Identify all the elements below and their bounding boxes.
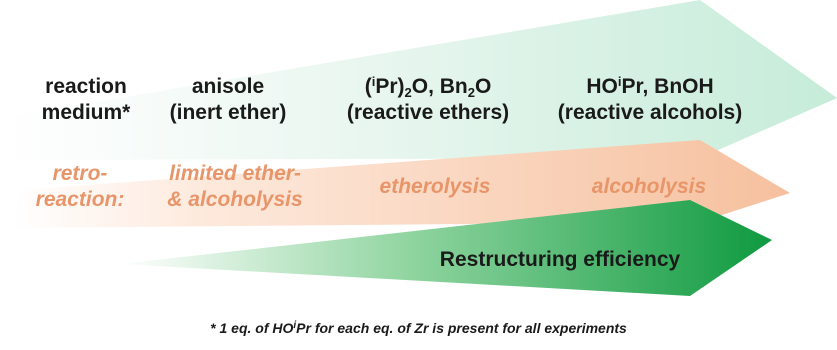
alcohols-sup: i	[617, 74, 622, 89]
reaction-medium-line2: medium*	[41, 101, 131, 124]
retro-reaction-label: retro- reaction:	[26, 161, 134, 213]
retro-arrow	[12, 140, 790, 228]
footnote-end: Pr for each eq. of Zr is present for all…	[296, 320, 627, 336]
anisole-line2: (inert ether)	[169, 101, 287, 124]
ethers-sub2: 2	[467, 85, 475, 100]
etherolysis-label: etherolysis	[379, 175, 491, 198]
reactive-ethers-line2: (reactive ethers)	[346, 101, 510, 124]
alcohols-end: Pr, BnOH	[621, 75, 714, 98]
reactive-ethers-formula: (iPr)2O, Bn2O	[328, 74, 528, 100]
retro-reaction-line2: reaction:	[35, 188, 125, 211]
footnote: * 1 eq. of HOiPr for each eq. of Zr is p…	[0, 320, 837, 336]
ethers-mid2: O, Bn	[411, 75, 468, 98]
ethers-mid: Pr)	[375, 75, 405, 98]
reactive-alcohols-formula: HOiPr, BnOH	[540, 74, 760, 100]
efficiency-arrow	[120, 200, 772, 296]
reaction-medium-line1: reaction	[45, 75, 127, 98]
reaction-medium-label: reaction medium*	[30, 74, 142, 126]
ethers-sub1: 2	[404, 85, 412, 100]
reactive-alcohols-label: HOiPr, BnOH (reactive alcohols)	[540, 74, 760, 126]
reactive-alcohols-line2: (reactive alcohols)	[557, 101, 743, 124]
ethers-open: (	[364, 75, 372, 98]
footnote-start: * 1 eq. of HO	[210, 320, 294, 336]
anisole-line1: anisole	[191, 75, 265, 98]
footnote-sup: i	[293, 320, 297, 331]
limited-line1: limited ether-	[169, 162, 301, 185]
ethers-sup: i	[371, 74, 376, 89]
medium-arrow	[0, 0, 837, 160]
limited-line2: & alcoholysis	[167, 188, 303, 211]
limited-alcoholysis-label: limited ether- & alcoholysis	[150, 161, 320, 213]
restructuring-efficiency-label: Restructuring efficiency	[439, 248, 681, 271]
alcoholysis-label: alcoholysis	[591, 175, 707, 198]
retro-reaction-line1: retro-	[52, 162, 108, 185]
ethers-end: O	[474, 75, 492, 98]
anisole-label: anisole (inert ether)	[148, 74, 308, 126]
alcohols-start: HO	[586, 75, 618, 98]
reactive-ethers-label: (iPr)2O, Bn2O (reactive ethers)	[328, 74, 528, 126]
